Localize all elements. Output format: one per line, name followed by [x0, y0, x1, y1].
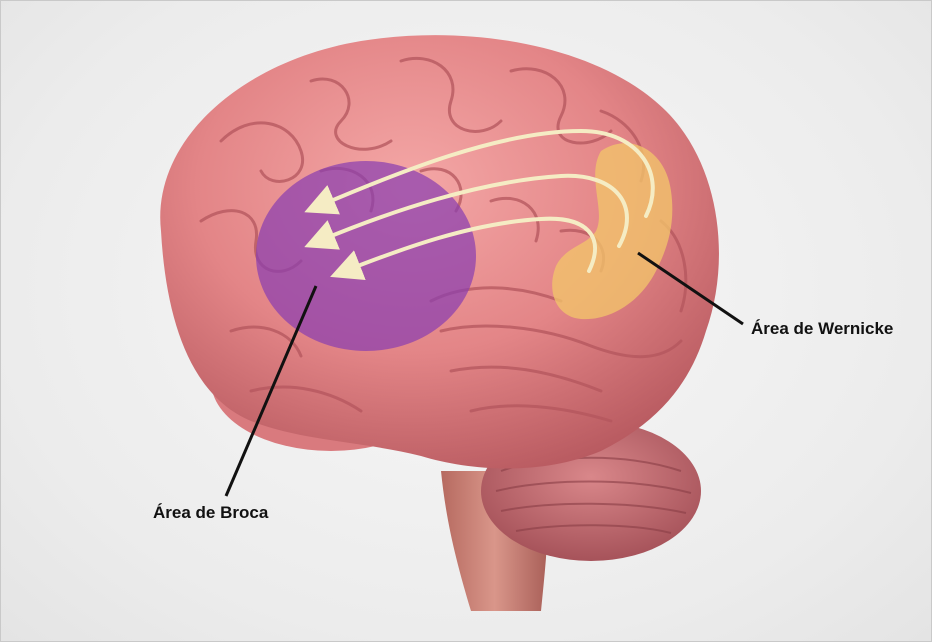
- broca-label: Área de Broca: [153, 503, 268, 523]
- wernicke-label: Área de Wernicke: [751, 319, 893, 339]
- broca-region: [256, 161, 476, 351]
